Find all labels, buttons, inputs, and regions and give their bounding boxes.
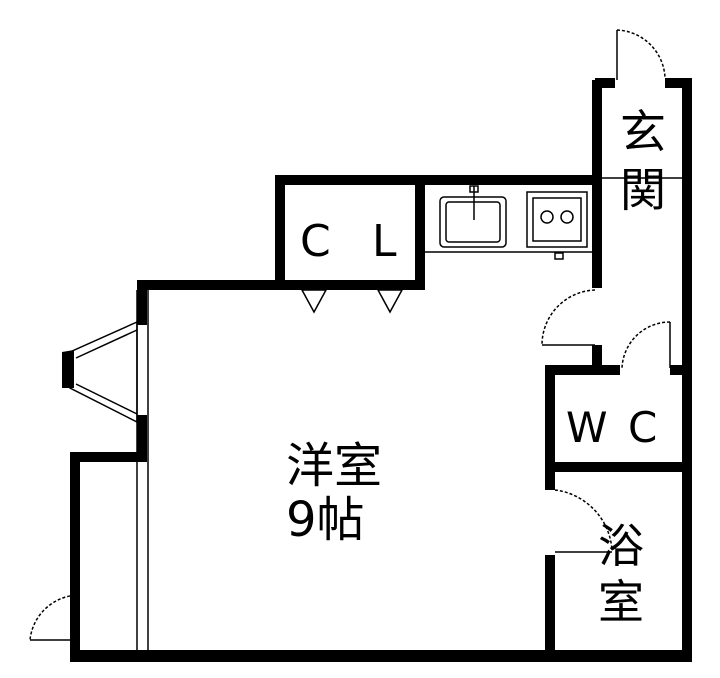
walls xyxy=(62,78,692,662)
bath-door-arc xyxy=(554,489,613,551)
wc-door-arc xyxy=(621,321,671,369)
closet-label-c: C xyxy=(300,216,331,267)
toilet-label-w: W xyxy=(566,403,608,452)
balcony-window xyxy=(73,475,79,595)
closet-label-l: L xyxy=(372,216,397,267)
western-room-name: 洋室 xyxy=(286,438,382,494)
toilet-label-c: C xyxy=(628,403,657,452)
entrance-label-2: 関 xyxy=(620,163,666,217)
bath-label-1: 浴 xyxy=(598,519,644,573)
entrance-door-arc xyxy=(616,29,666,79)
western-room-size: 9帖 xyxy=(286,492,365,548)
bay-window xyxy=(69,290,149,650)
entrance-label-1: 玄 xyxy=(620,105,666,159)
balcony-door-arc xyxy=(29,594,81,641)
kitchen-door-arc xyxy=(541,289,596,346)
closet-doors xyxy=(300,289,404,314)
bath-label-2: 室 xyxy=(598,575,644,629)
kitchen-counter xyxy=(425,185,592,260)
